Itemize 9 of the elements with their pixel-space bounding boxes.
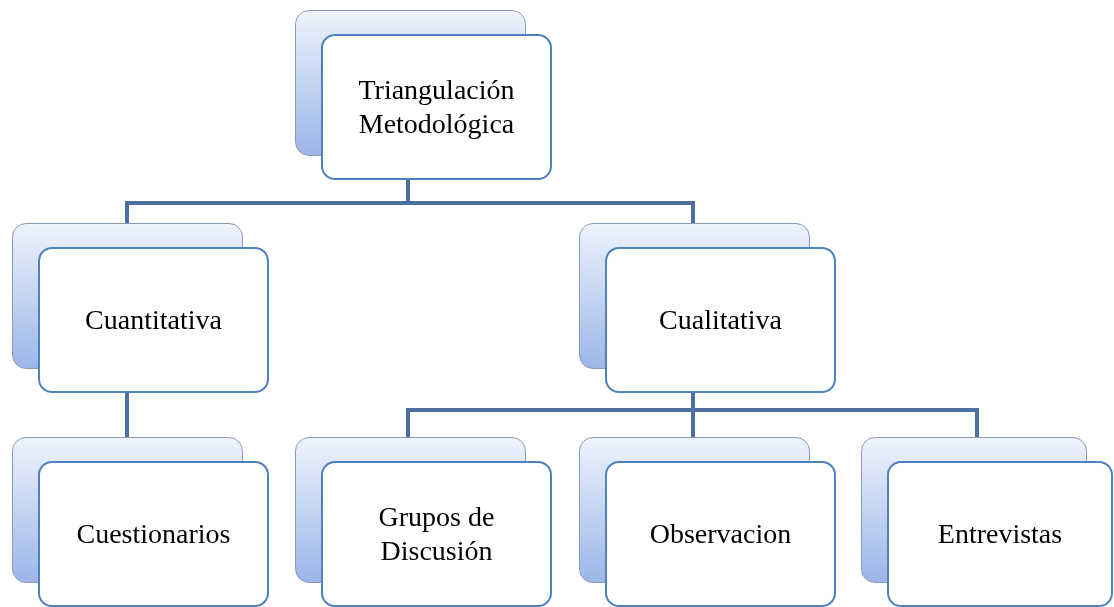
connector-line xyxy=(125,393,129,437)
box-label: Triangulación Metodológica xyxy=(357,73,516,141)
box-label: Observacion xyxy=(649,517,792,551)
box-label: Cuestionarios xyxy=(76,517,231,551)
box-label: Cuantitativa xyxy=(85,303,222,337)
connector-line xyxy=(691,393,979,437)
box-label: Grupos de Discusión xyxy=(377,500,496,568)
box-label: Cualitativa xyxy=(659,303,782,337)
box-label: Entrevistas xyxy=(937,517,1063,551)
